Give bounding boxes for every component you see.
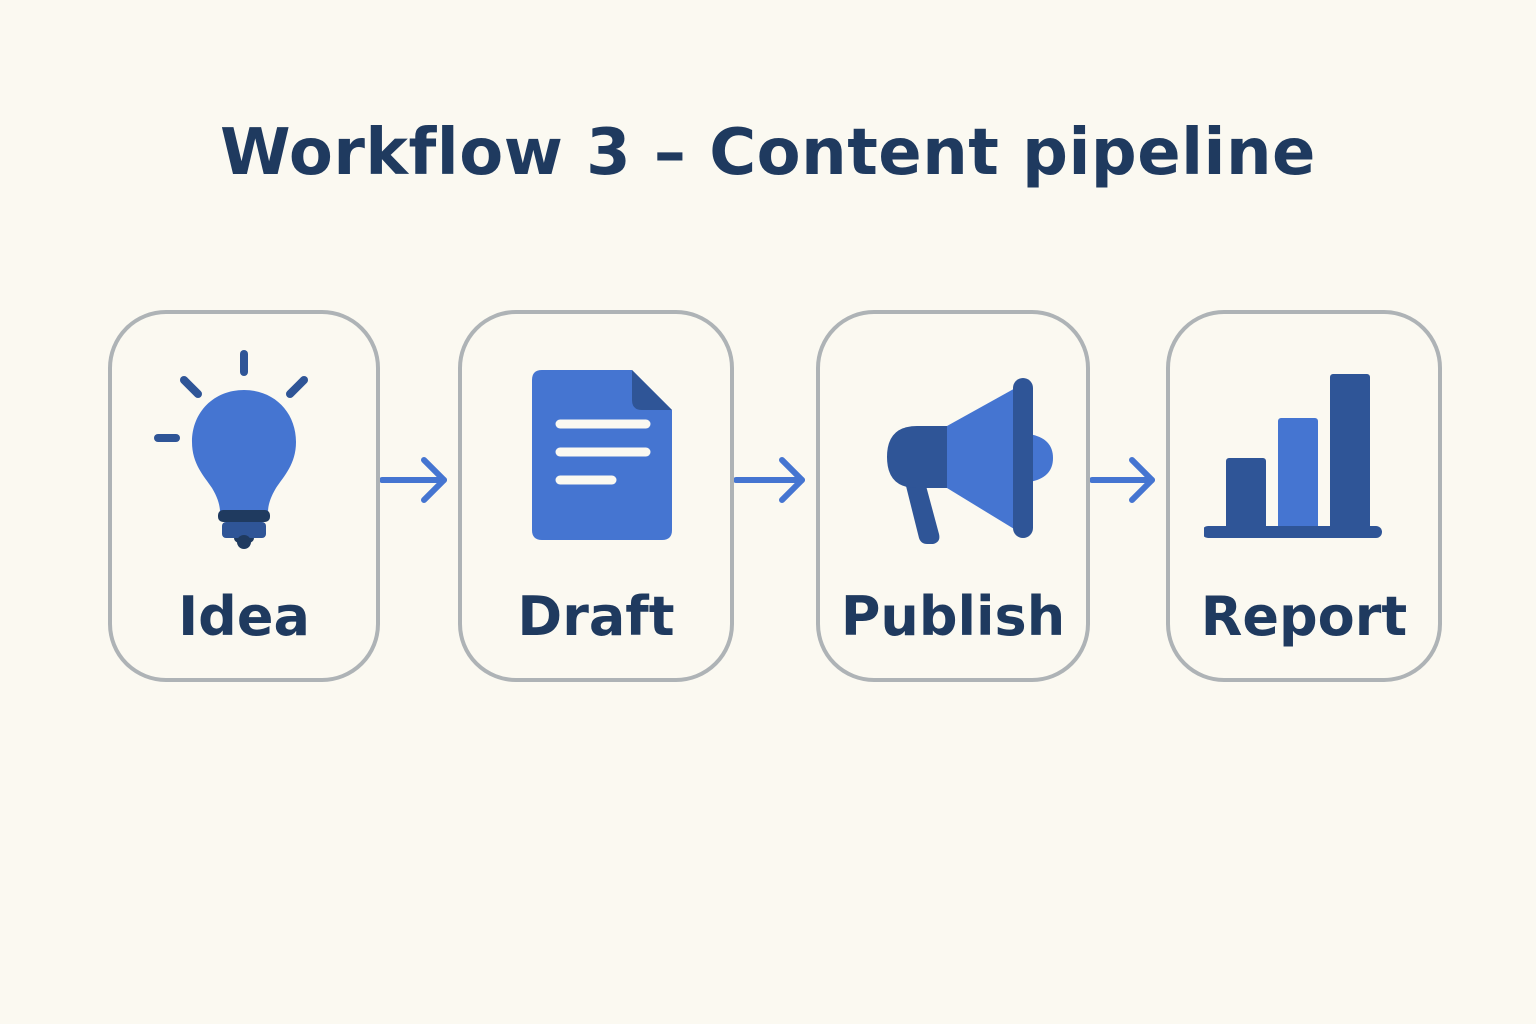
arrow-right-icon [380,457,447,503]
page-title: Workflow 3 – Content pipeline [220,116,1316,190]
lightbulb-icon [112,342,376,572]
arrow-right-icon [1090,457,1155,503]
step-label: Publish [840,585,1066,648]
step-label: Idea [178,585,310,648]
step-idea: Idea [108,310,380,682]
megaphone-icon [820,342,1086,572]
step-publish: Publish [816,310,1090,682]
step-label: Report [1200,585,1408,648]
step-label: Draft [517,585,675,648]
step-report: Report [1166,310,1442,682]
document-icon [462,342,730,572]
bar-chart-icon [1170,342,1438,572]
arrow-right-icon [734,457,805,503]
step-draft: Draft [458,310,734,682]
